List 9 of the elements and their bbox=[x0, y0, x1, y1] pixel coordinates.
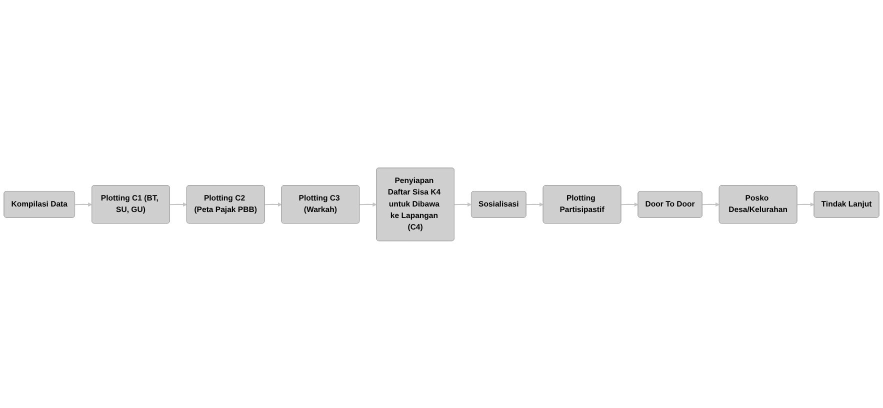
arrow bbox=[74, 202, 92, 206]
arrow bbox=[169, 202, 188, 206]
arrow bbox=[454, 202, 472, 206]
arrow bbox=[264, 202, 282, 206]
arrow bbox=[359, 202, 377, 206]
arrow bbox=[526, 202, 544, 206]
arrow bbox=[702, 202, 720, 206]
arrow bbox=[620, 202, 638, 206]
arrow bbox=[796, 202, 814, 206]
